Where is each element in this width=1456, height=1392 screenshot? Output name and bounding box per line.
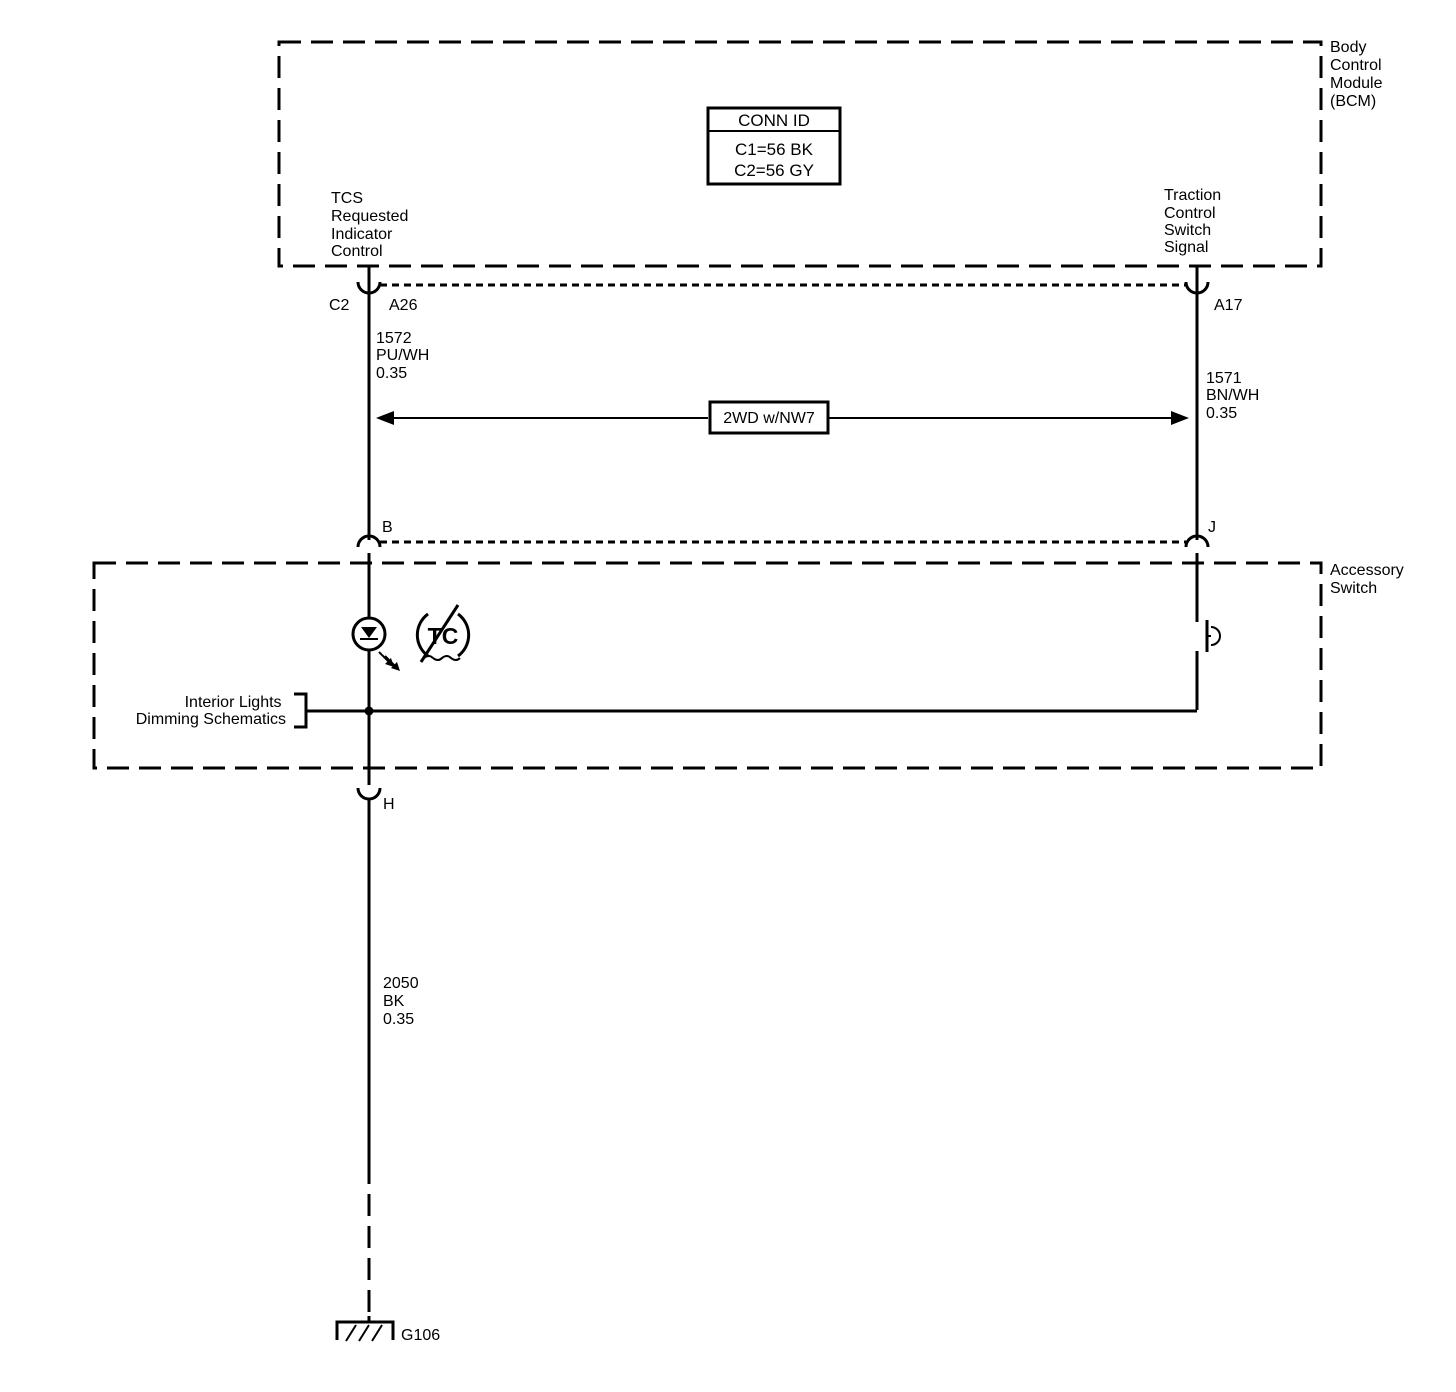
bcm-label: Body Control Module (BCM) [1330,39,1387,110]
dimming-schematic-reference: Interior Lights Dimming Schematics [136,692,308,729]
wire-1571-label: 1571 BN/WH 0.35 [1206,370,1264,422]
option-range-arrow: 2WD w/NW7 [376,400,1189,435]
accessory-switch-boundary [92,561,1323,770]
traction-control-switch-icon [1205,620,1221,652]
wires-upper: 1572 PU/WH 0.35 1571 BN/WH 0.35 2WD w/NW… [367,266,1264,540]
bcm-boundary [277,40,1323,268]
pin-j-terminal [1184,534,1210,548]
traction-control-off-icon: TC [415,604,471,663]
bcm: Body Control Module (BCM) CONN ID C1=56 … [277,39,1387,268]
option-box [708,400,830,435]
connector-h: H [356,787,395,813]
conn-id-row: C2=56 GY [734,161,814,180]
accessory-switch-connector: B J [356,519,1216,548]
accessory-switch-label: Accessory Switch [1330,562,1408,597]
pin-j-label: J [1208,519,1216,536]
pin-h-terminal [356,787,382,801]
ground-g106-label: G106 [401,1327,440,1344]
led-icon [351,616,400,671]
pin-b-label: B [382,519,393,536]
pin-a17-label: A17 [1214,297,1243,314]
accessory-switch: Accessory Switch TC [92,553,1408,785]
wire-2050-label: 2050 BK 0.35 [383,975,423,1028]
conn-id-box: CONN ID C1=56 BK C2=56 GY [706,106,842,186]
ground-circuit: 2050 BK 0.35 G106 [335,799,440,1344]
traction-switch-signal-label: Traction Control Switch Signal [1164,187,1226,256]
conn-id-row: C1=56 BK [735,140,814,159]
connector-c2-label: C2 [329,297,350,314]
bcm-connector: C2 A26 A17 [329,281,1243,314]
splice-dot [364,706,374,716]
ground-icon [335,1320,395,1342]
pin-h-label: H [383,796,395,813]
pin-b-terminal [356,534,382,548]
conn-id-title: CONN ID [738,111,810,130]
dimming-schematic-label: Interior Lights Dimming Schematics [136,694,286,728]
tcs-requested-indicator-label: TCS Requested Indicator Control [331,190,413,260]
option-label: 2WD w/NW7 [723,410,815,427]
wire-1572-label: 1572 PU/WH 0.35 [376,330,434,382]
pin-a26-label: A26 [389,297,418,314]
